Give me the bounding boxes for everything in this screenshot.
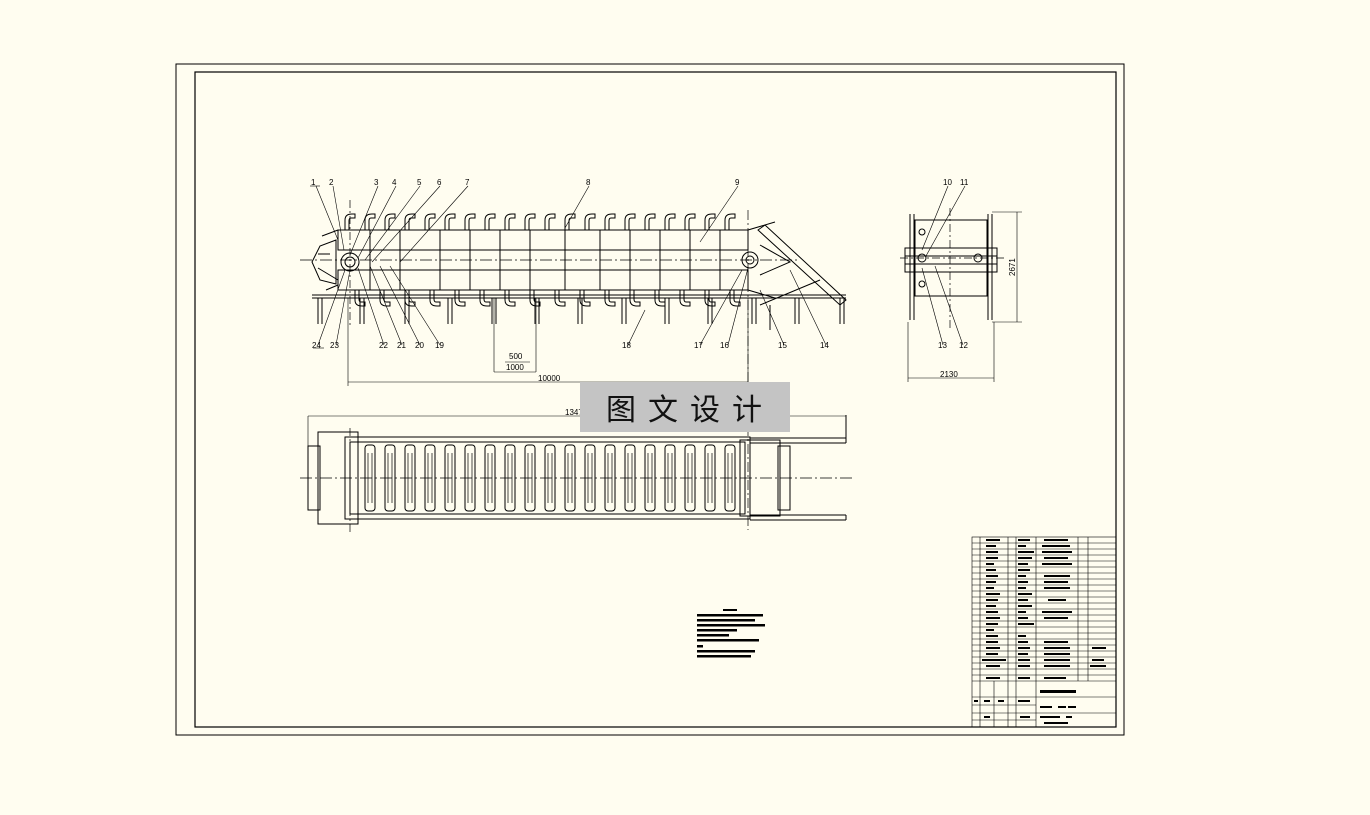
dim-1000: 1000 (506, 363, 524, 372)
callout-5: 5 (417, 178, 422, 187)
inner-frame (194, 71, 1117, 728)
callout-13: 13 (938, 341, 947, 350)
callout-18: 18 (622, 341, 631, 350)
callout-21: 21 (397, 341, 406, 350)
callout-10: 10 (943, 178, 952, 187)
callout-23: 23 (330, 341, 339, 350)
callout-17: 17 (694, 341, 703, 350)
side-callouts: 10 11 13 12 2130 2671 (938, 178, 1017, 379)
front-elevation-view (300, 185, 847, 530)
callout-14: 14 (820, 341, 829, 350)
side-view (900, 185, 1022, 382)
callout-8: 8 (586, 178, 591, 187)
technical-notes (697, 609, 765, 658)
front-callouts: 1 2 3 4 5 6 7 8 9 24 23 22 21 20 19 18 1… (311, 178, 829, 350)
callout-12: 12 (959, 341, 968, 350)
callout-20: 20 (415, 341, 424, 350)
callout-11: 11 (960, 178, 969, 187)
title-block (971, 536, 1117, 728)
outer-frame (175, 63, 1125, 736)
dim-2130: 2130 (940, 370, 958, 379)
callout-6: 6 (437, 178, 442, 187)
watermark-label: 图文设计 (580, 382, 790, 432)
title-block-text (974, 539, 1106, 724)
dim-2671: 2671 (1008, 258, 1017, 276)
callout-3: 3 (374, 178, 379, 187)
callout-15: 15 (778, 341, 787, 350)
callout-9: 9 (735, 178, 740, 187)
dim-10000: 10000 (538, 374, 561, 383)
callout-4: 4 (392, 178, 397, 187)
dim-500: 500 (509, 352, 523, 361)
callout-22: 22 (379, 341, 388, 350)
callout-24: 24 (312, 341, 321, 350)
front-dimensions: 500 1000 10000 (506, 352, 561, 383)
callout-16: 16 (720, 341, 729, 350)
plan-view (300, 415, 852, 532)
callout-7: 7 (465, 178, 470, 187)
callout-1: 1 (311, 178, 316, 187)
callout-2: 2 (329, 178, 334, 187)
dim-1347: 1347 (565, 408, 583, 417)
callout-19: 19 (435, 341, 444, 350)
